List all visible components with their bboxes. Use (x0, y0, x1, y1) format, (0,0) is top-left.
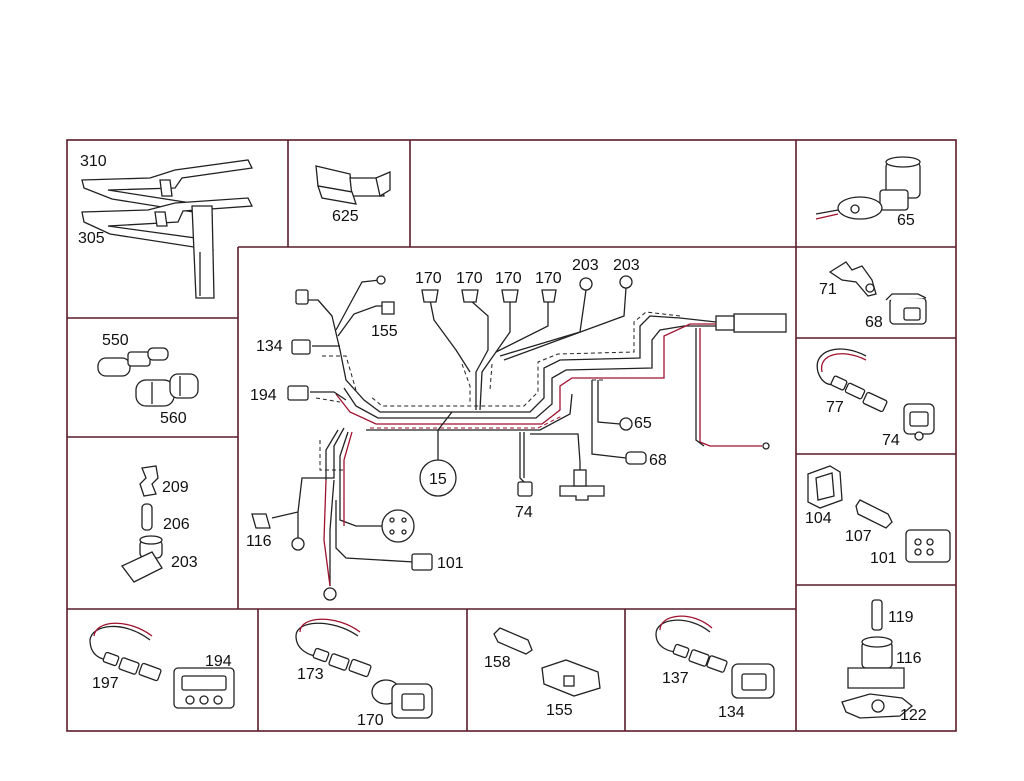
harness-callout-15: 15 (429, 471, 447, 488)
callout-119: 119 (888, 609, 914, 626)
clip-part (315, 165, 391, 205)
callout-310: 310 (80, 153, 107, 170)
callout-209: 209 (162, 479, 189, 496)
harness-callout-203-a: 203 (572, 257, 599, 274)
callout-65-top: 65 (897, 212, 915, 229)
pigtail-173-part (295, 618, 372, 678)
callout-197: 197 (92, 675, 119, 692)
harness-callout-155: 155 (371, 323, 398, 340)
harness-callout-170-c: 170 (495, 270, 522, 287)
harness-callout-170-d: 170 (535, 270, 562, 287)
callout-107: 107 (845, 528, 872, 545)
ecu-connector (733, 313, 787, 333)
harness-connectors (251, 275, 647, 601)
pin-206-part (141, 503, 153, 531)
callout-116-right: 116 (896, 650, 922, 667)
callout-625: 625 (332, 208, 359, 225)
harness-callout-203-b: 203 (613, 257, 640, 274)
callout-68-top: 68 (865, 314, 883, 331)
callout-305: 305 (78, 230, 105, 247)
base-122-part (841, 693, 914, 719)
item-15-circle (419, 411, 457, 497)
callout-194-bottom: 194 (205, 653, 232, 670)
pigtail-77-part (816, 348, 888, 413)
callout-170-bottom: 170 (357, 712, 384, 729)
clip-209-part (139, 465, 159, 497)
connector-74-right-part (903, 403, 935, 441)
harness-callout-65: 65 (634, 415, 652, 432)
pin-119-part (871, 599, 883, 631)
pigtail-197-part (89, 622, 162, 682)
callout-104: 104 (805, 510, 832, 527)
harness-callout-101: 101 (437, 555, 464, 572)
callout-74-right: 74 (882, 432, 900, 449)
connector-203-left-part (120, 535, 163, 583)
connector-155-bottom-part (541, 659, 601, 697)
callout-77: 77 (826, 399, 844, 416)
harness-callout-116: 116 (246, 533, 272, 550)
sensor-65-part (815, 156, 921, 220)
callout-134-bottom: 134 (718, 704, 745, 721)
connector-170-bottom-part (371, 679, 433, 719)
callout-101-right: 101 (870, 550, 897, 567)
callout-71: 71 (819, 281, 837, 298)
connector-68-part (885, 293, 927, 325)
connector-194-bottom-part (173, 667, 235, 709)
harness-callout-170-a: 170 (415, 270, 442, 287)
callout-173: 173 (297, 666, 324, 683)
harness-callout-194: 194 (250, 387, 277, 404)
callout-203-left: 203 (171, 554, 198, 571)
main-harness (271, 279, 787, 587)
cable-duct-part (81, 159, 254, 299)
connector-134-bottom-part (731, 663, 775, 699)
cover-104-part (807, 465, 843, 509)
pin-107-part (855, 499, 893, 529)
socket-116-part (847, 636, 905, 689)
harness-callout-170-b: 170 (456, 270, 483, 287)
connector-101-right-part (905, 529, 951, 563)
callout-155-bottom: 155 (546, 702, 573, 719)
pigtail-137-part (655, 615, 728, 673)
callout-550: 550 (102, 332, 129, 349)
sleeve-560-part (135, 373, 199, 407)
harness-callout-74: 74 (515, 504, 533, 521)
terminal-71-part (828, 261, 877, 297)
callout-158: 158 (484, 654, 511, 671)
callout-560: 560 (160, 410, 187, 427)
harness-callout-134: 134 (256, 338, 283, 355)
harness-callout-68: 68 (649, 452, 667, 469)
pin-158-part (493, 627, 533, 655)
plug-550-part (97, 347, 169, 377)
callout-137: 137 (662, 670, 689, 687)
callout-122: 122 (900, 707, 927, 724)
panel-grid (66, 139, 957, 732)
callout-206: 206 (163, 516, 190, 533)
